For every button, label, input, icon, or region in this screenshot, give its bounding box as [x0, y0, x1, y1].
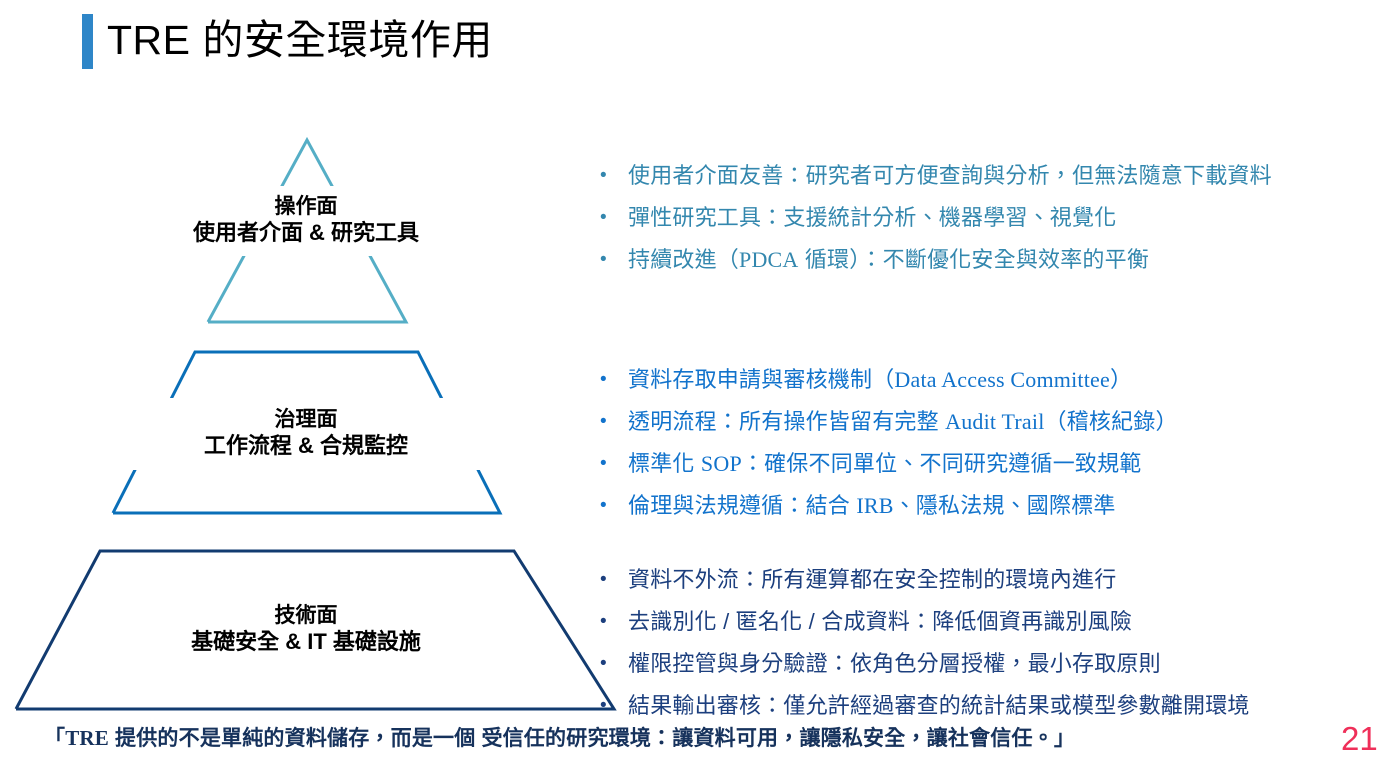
bullet-dot-icon: •: [600, 453, 607, 474]
bullet-item: • 持續改進（PDCA 循環）：不斷優化安全與效率的平衡: [596, 240, 1396, 280]
bullet-item: • 資料不外流：所有運算都在安全控制的環境內進行: [596, 560, 1396, 600]
slide-title-row: TRE 的安全環境作用: [82, 12, 493, 70]
bullet-item: • 標準化 SOP：確保不同單位、不同研究遵循一致規範: [596, 444, 1396, 484]
governance-bullets: • 資料存取申請與審核機制（Data Access Committee） • 透明流程…: [596, 360, 1396, 528]
title-accent-bar: [82, 13, 93, 69]
bullet-dot-icon: •: [600, 249, 607, 270]
pyramid-tier-governance-label: 治理面 工作流程 & 合規監控: [0, 407, 612, 459]
bullet-dot-icon: •: [600, 695, 607, 716]
tier-label-line1: 技術面: [274, 604, 338, 627]
tier-label-line1: 操作面: [274, 195, 338, 218]
pyramid-tier-technology-shape: [14, 549, 617, 711]
bullet-text: 結果輸出審核：僅允許經過審查的統計結果或模型參數離開環境: [628, 693, 1250, 718]
tier-label-line2: 使用者介面 & 研究工具: [192, 219, 420, 245]
bullet-text: 去識別化 / 匿名化 / 合成資料：降低個資再識別風險: [628, 609, 1133, 634]
tier-label-line1: 治理面: [274, 408, 338, 431]
bullet-text: 倫理與法規遵循：結合 IRB、隱私法規、國際標準: [628, 493, 1116, 518]
pyramid-tier-technology-label: 技術面 基礎安全 & IT 基礎設施: [0, 603, 612, 655]
pyramid-shapes: [14, 136, 617, 711]
bullet-text: 使用者介面友善：研究者可方便查詢與分析，但無法隨意下載資料: [628, 163, 1272, 188]
bullet-item: • 去識別化 / 匿名化 / 合成資料：降低個資再識別風險: [596, 602, 1396, 642]
bullet-item: • 資料存取申請與審核機制（Data Access Committee）: [596, 360, 1396, 400]
bullet-item: • 倫理與法規遵循：結合 IRB、隱私法規、國際標準: [596, 486, 1396, 526]
bullet-dot-icon: •: [600, 569, 607, 590]
pyramid-diagram: 操作面 使用者介面 & 研究工具 治理面 工作流程 & 合規監控 技術面 基礎安…: [0, 120, 640, 720]
bullet-item: • 權限控管與身分驗證：依角色分層授權，最小存取原則: [596, 644, 1396, 684]
bullet-dot-icon: •: [600, 611, 607, 632]
technology-bullets: • 資料不外流：所有運算都在安全控制的環境內進行 • 去識別化 / 匿名化 / 合成資…: [596, 560, 1396, 728]
bullet-text: 權限控管與身分驗證：依角色分層授權，最小存取原則: [628, 651, 1161, 676]
pyramid-tier-operations-label: 操作面 使用者介面 & 研究工具: [0, 194, 612, 246]
bullet-text: 彈性研究工具：支援統計分析、機器學習、視覺化: [628, 205, 1117, 230]
bullet-item: • 透明流程：所有操作皆留有完整 Audit Trail（稽核紀錄）: [596, 402, 1396, 442]
bullet-text: 持續改進（PDCA 循環）：不斷優化安全與效率的平衡: [628, 247, 1150, 272]
bullet-text: 資料不外流：所有運算都在安全控制的環境內進行: [628, 567, 1117, 592]
bullet-dot-icon: •: [600, 411, 607, 432]
tier-label-line2: 工作流程 & 合規監控: [203, 432, 409, 458]
bullet-dot-icon: •: [600, 207, 607, 228]
footer-quote: 「TRE 提供的不是單純的資料儲存，而是一個 受信任的研究環境：讓資料可用，讓隱…: [44, 726, 1076, 750]
page-title: TRE 的安全環境作用: [107, 17, 493, 64]
bullet-text: 資料存取申請與審核機制（Data Access Committee）: [628, 367, 1133, 392]
bullet-text: 透明流程：所有操作皆留有完整 Audit Trail（稽核紀錄）: [628, 409, 1178, 434]
bullet-item: • 結果輸出審核：僅允許經過審查的統計結果或模型參數離開環境: [596, 686, 1396, 726]
bullet-dot-icon: •: [600, 653, 607, 674]
bullet-dot-icon: •: [600, 369, 607, 390]
bullet-dot-icon: •: [600, 495, 607, 516]
bullet-item: • 使用者介面友善：研究者可方便查詢與分析，但無法隨意下載資料: [596, 156, 1396, 196]
bullet-item: • 彈性研究工具：支援統計分析、機器學習、視覺化: [596, 198, 1396, 238]
operations-bullets: • 使用者介面友善：研究者可方便查詢與分析，但無法隨意下載資料 • 彈性研究工具：支援…: [596, 156, 1396, 282]
tier-label-line2: 基礎安全 & IT 基礎設施: [191, 628, 421, 654]
bullet-text: 標準化 SOP：確保不同單位、不同研究遵循一致規範: [628, 451, 1142, 476]
page-number: 21: [1341, 720, 1378, 757]
bullet-dot-icon: •: [600, 165, 607, 186]
